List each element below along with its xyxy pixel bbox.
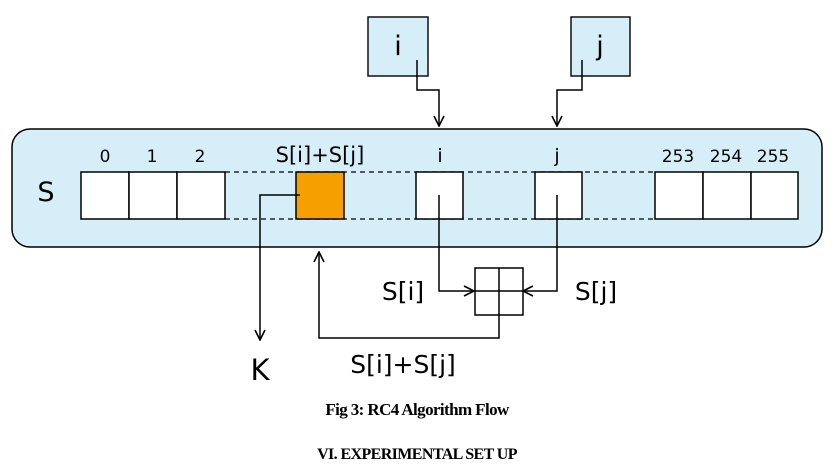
index-i-box-label: i <box>394 31 402 62</box>
cell-label-i: i <box>437 145 442 167</box>
cell-0 <box>80 171 130 220</box>
cell-label-0: 0 <box>100 147 111 167</box>
cell-label-sum: S[i]+S[j] <box>276 143 365 167</box>
keystream-output-arrow <box>260 194 300 340</box>
cell-sum <box>295 171 345 220</box>
cell-1 <box>128 171 178 220</box>
i-pointer-arrow <box>416 60 439 126</box>
figure-caption: Fig 3: RC4 Algorithm Flow <box>325 400 509 419</box>
section-heading: VI. EXPERIMENTAL SET UP <box>317 446 517 463</box>
si-to-adder-arrow <box>438 195 474 291</box>
swap-right-label: S[j] <box>575 277 617 306</box>
cell-253 <box>654 171 704 220</box>
state-array-name: S <box>37 177 54 208</box>
swap-left-label: S[i] <box>382 277 424 306</box>
cell-label-254: 254 <box>710 147 742 167</box>
cell-j <box>534 171 583 220</box>
index-i-box <box>367 16 429 77</box>
cell-label-255: 255 <box>757 147 789 167</box>
sum-feedback-arrow <box>319 252 500 339</box>
index-j-box-label: j <box>595 31 604 62</box>
state-cells <box>80 171 799 220</box>
sj-to-adder-arrow <box>523 195 558 291</box>
cell-label-j: j <box>553 145 559 167</box>
adder-icon <box>474 267 524 316</box>
cell-255 <box>750 171 799 220</box>
cell-2 <box>176 171 226 220</box>
keystream-output-label: K <box>250 353 270 387</box>
cell-label-253: 253 <box>662 147 694 167</box>
index-j-box <box>570 16 631 77</box>
cell-label-2: 2 <box>195 147 206 167</box>
sum-label: S[i]+S[j] <box>350 350 456 379</box>
cell-254 <box>702 171 752 220</box>
j-pointer-arrow <box>557 60 583 126</box>
cell-label-1: 1 <box>147 147 158 167</box>
